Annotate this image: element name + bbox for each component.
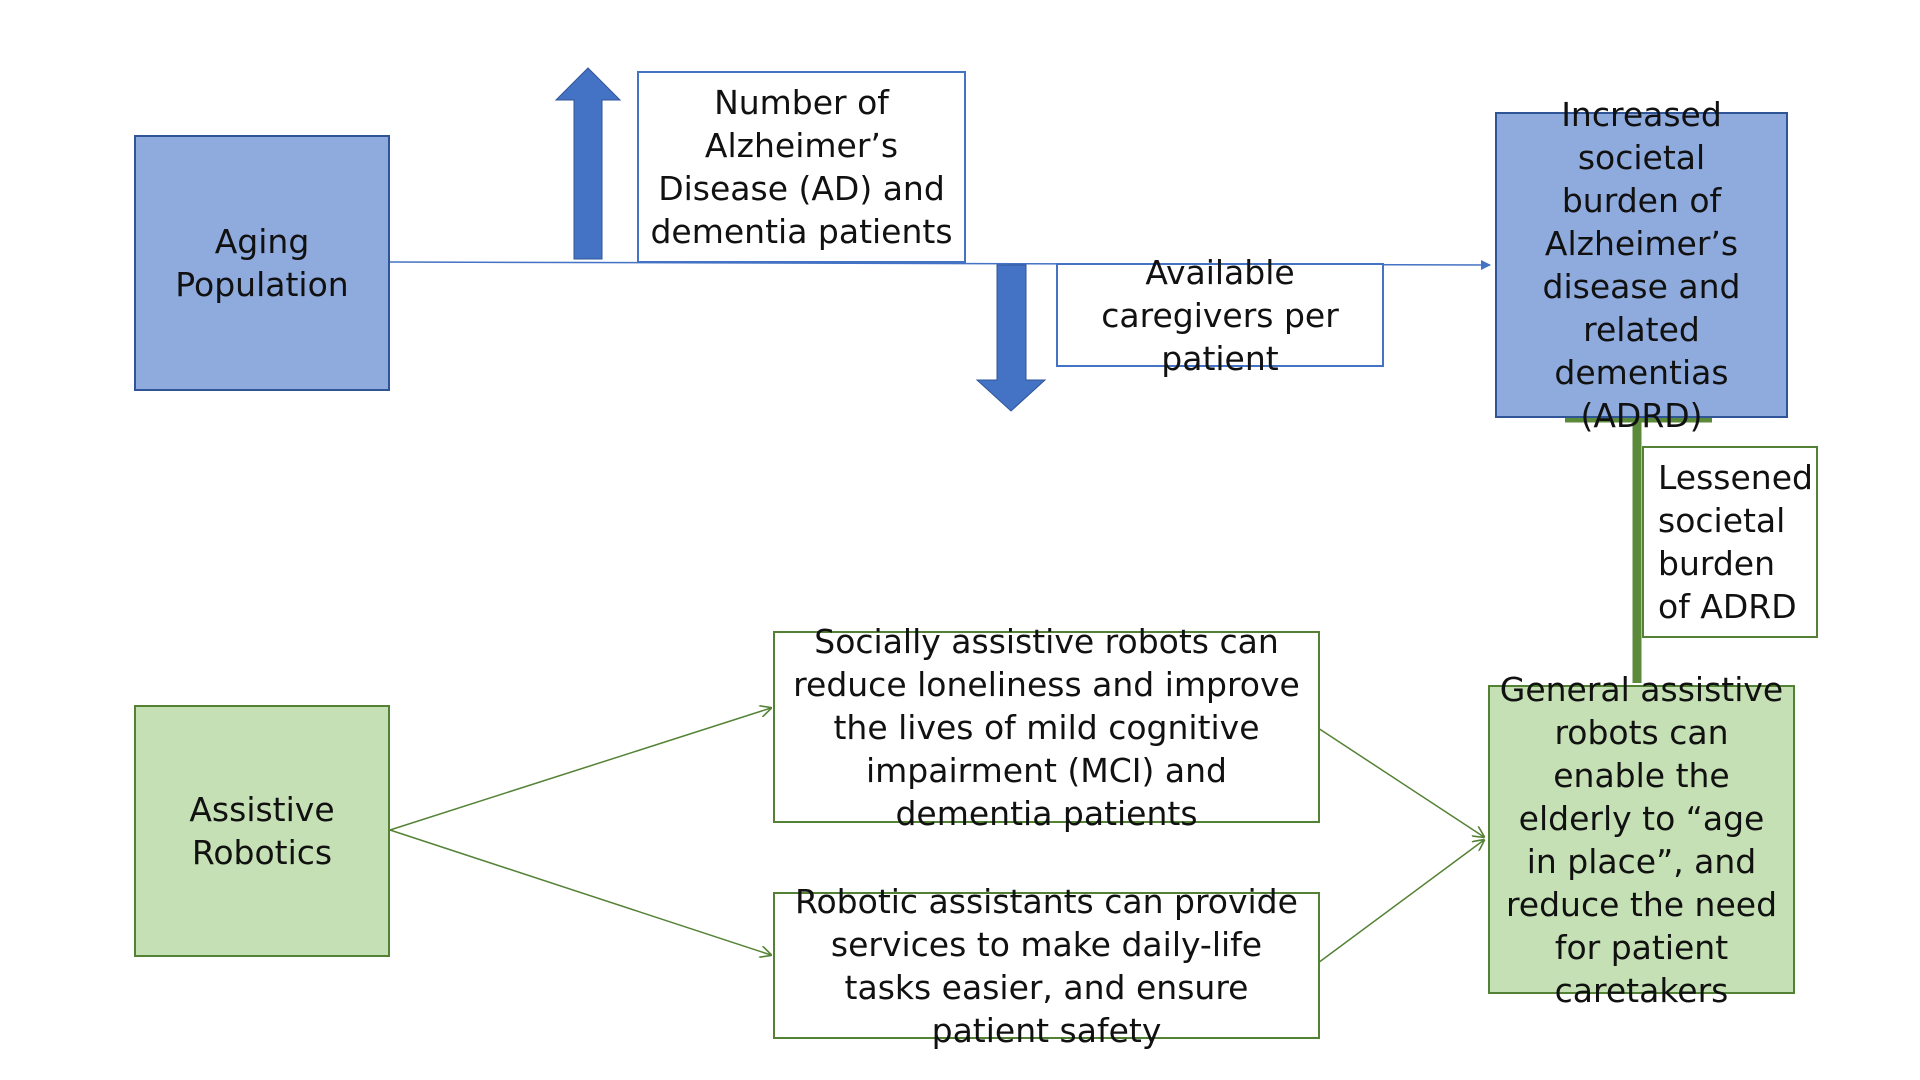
robotic-assistants-box: Robotic assistants can provide services …: [773, 882, 1320, 1050]
general-assistive-label: General assistive robots can enable the …: [1499, 669, 1784, 1010]
caregivers-box: Available caregivers per patient: [1056, 253, 1384, 378]
assistive-robotics-label: Assistive Robotics: [189, 790, 335, 872]
socially-assistive-label: Socially assistive robots can reduce lon…: [793, 621, 1300, 833]
ad-patients-label: Number of Alzheimer’s Disease (AD) and d…: [650, 83, 953, 251]
decrease-arrow-icon: [975, 264, 1047, 412]
aging-population-box: Aging Population: [134, 135, 390, 391]
societal-burden-label: Increased societal burden of Alzheimer’s…: [1542, 95, 1741, 435]
assistive-robotics-box: Assistive Robotics: [134, 705, 390, 957]
increase-arrow-icon: [554, 67, 622, 260]
socially-assistive-box: Socially assistive robots can reduce lon…: [773, 622, 1320, 833]
ad-patients-box: Number of Alzheimer’s Disease (AD) and d…: [637, 71, 966, 263]
robotic-assistants-label: Robotic assistants can provide services …: [795, 881, 1298, 1050]
robotics-to-social-arrow: [389, 708, 771, 831]
general-assistive-box: General assistive robots can enable the …: [1488, 670, 1795, 1010]
social-to-general-arrow: [1317, 727, 1484, 837]
societal-burden-box: Increased societal burden of Alzheimer’s…: [1495, 95, 1788, 435]
lessened-burden-label: Lessened societal burden of ADRD: [1658, 458, 1813, 626]
caregivers-label: Available caregivers per patient: [1101, 252, 1339, 378]
lessened-burden-box: Lessened societal burden of ADRD: [1642, 446, 1818, 638]
aging-population-label: Aging Population: [175, 222, 349, 304]
robotics-to-assistants-arrow: [389, 829, 771, 955]
assistants-to-general-arrow: [1317, 840, 1484, 964]
